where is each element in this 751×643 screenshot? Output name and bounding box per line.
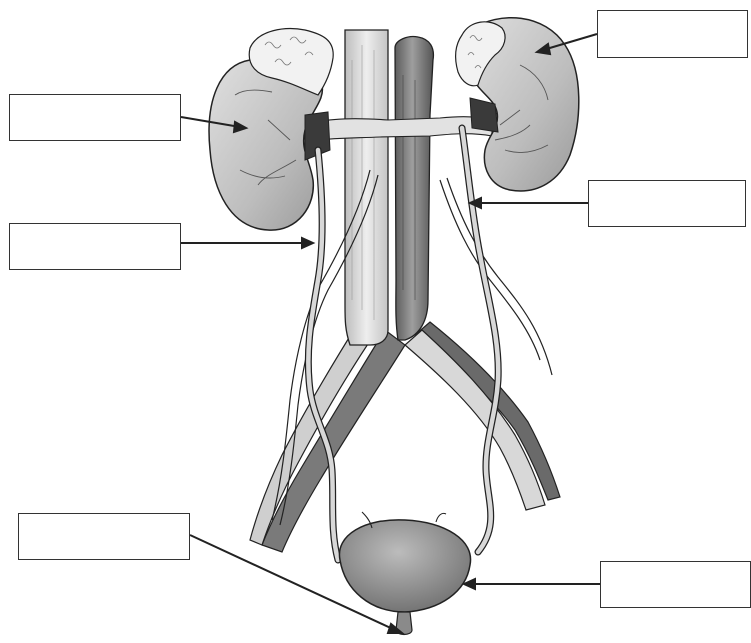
left-iliac-vein: [250, 320, 376, 545]
label-box-urethra: [18, 513, 190, 560]
label-box-right-kidney: [597, 10, 748, 58]
label-box-ureter: [9, 223, 181, 270]
aorta: [395, 37, 433, 340]
label-box-renal-vessel: [588, 180, 746, 227]
inferior-vena-cava: [345, 30, 388, 345]
right-ureter: [462, 128, 498, 552]
urinary-bladder: [339, 512, 470, 635]
label-box-bladder: [600, 561, 751, 608]
left-ureter: [308, 150, 338, 560]
label-box-left-kidney: [9, 94, 181, 141]
